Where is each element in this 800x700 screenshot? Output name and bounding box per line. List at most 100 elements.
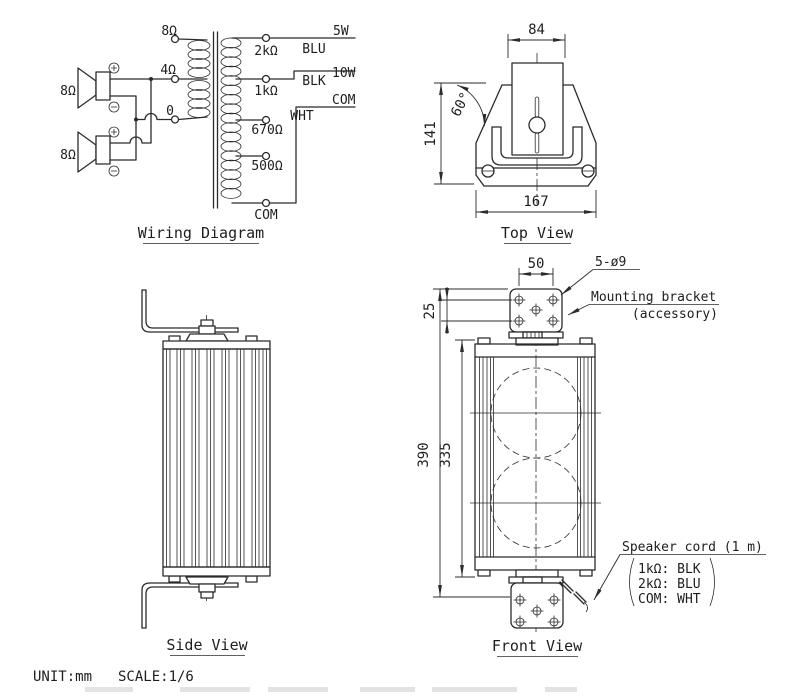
dim-335-text: 335	[438, 442, 454, 467]
tap-terminal-2k	[261, 33, 271, 43]
tap-terminal-670	[261, 115, 271, 125]
holes-note-text: 5-ø9	[595, 255, 626, 270]
bottom-mounting-bracket	[510, 582, 564, 629]
wire-color-blu-label: BLU	[302, 42, 325, 57]
side-view-panel: Side View	[141, 289, 271, 656]
side-rails	[479, 357, 592, 557]
tap-terminal-1k	[261, 74, 271, 84]
top-mounting-bracket	[509, 288, 563, 333]
plus-terminal-icon	[108, 126, 120, 138]
grille-ribs	[166, 349, 267, 567]
front-view-panel: 50 25 390 335 5-ø9 Mounting bracket	[416, 255, 766, 657]
hanger-bolt-top	[185, 319, 229, 342]
minus-terminal-icon	[108, 165, 120, 177]
top-view-panel: 84 141 167 60° Top View	[423, 22, 597, 244]
dim-50-text: 50	[528, 256, 545, 272]
rail-tab	[477, 569, 491, 577]
wire-color-wht-label: WHT	[290, 109, 314, 124]
unit-note: UNIT:mm	[33, 669, 92, 685]
top-cap-band	[162, 340, 271, 350]
speaker1-horn	[77, 67, 97, 109]
clamp-bar	[515, 337, 559, 346]
sec-670-label: 670Ω	[251, 123, 282, 138]
output-com-label: COM	[332, 93, 356, 108]
minus-terminal-icon	[108, 101, 120, 113]
scale-note: SCALE:1/6	[118, 669, 194, 685]
clamp-slot-upper	[534, 96, 540, 118]
bracket-holes	[512, 293, 560, 328]
dim-390: 390	[416, 288, 510, 598]
transformer-core	[212, 31, 219, 209]
hanger-bolt-bottom	[185, 576, 229, 599]
dim-84-text: 84	[528, 22, 545, 38]
paren-right	[709, 557, 715, 607]
callout-speaker-cord: Speaker cord (1 m) 1kΩ: BLK 2kΩ: BLU COM…	[593, 540, 766, 607]
speaker2-icon	[77, 126, 120, 177]
transformer-primary-winding	[187, 40, 211, 118]
clamp-bolt	[528, 116, 546, 134]
u-channel-outer	[491, 126, 583, 166]
cord-spec-line2: 2kΩ: BLU	[638, 577, 701, 592]
secondary-taps	[231, 33, 356, 208]
tap-4ohm-label: 4Ω	[160, 63, 176, 78]
bracket-holes	[513, 593, 561, 629]
tap-0-label: 0	[166, 104, 174, 119]
clamp-block-hatch	[526, 332, 540, 338]
wire-hop	[135, 112, 173, 121]
transformer-secondary-winding	[220, 37, 242, 199]
dim-335: 335	[438, 339, 475, 578]
cap-tab	[245, 575, 258, 583]
speaker2-impedance-label: 8Ω	[60, 148, 76, 163]
base-screws	[481, 164, 595, 178]
bracket-foot-plate	[508, 331, 564, 339]
wiring-diagram-title: Wiring Diagram	[138, 224, 264, 242]
column-outline	[474, 343, 596, 571]
wire-color-blk-label: BLK	[302, 74, 326, 89]
bracket-label-text: Mounting bracket	[591, 290, 716, 305]
speaker1-driver	[95, 71, 111, 101]
mounting-bracket-top	[141, 289, 239, 333]
dim-167: 167	[475, 190, 597, 218]
sec-1k-label: 1kΩ	[254, 84, 278, 99]
plus-terminal-icon	[108, 62, 120, 74]
sec-com-label: COM	[254, 208, 278, 223]
clamp-slot-lower	[534, 132, 540, 154]
u-channel-inner	[500, 126, 574, 159]
paren-left	[629, 557, 635, 607]
cord-spec-line1: 1kΩ: BLK	[638, 562, 701, 577]
bottom-cap-band	[162, 566, 271, 577]
cap-tab	[168, 575, 181, 583]
dim-25: 25	[422, 287, 512, 334]
speaker-wiring	[109, 77, 173, 161]
front-view-title: Front View	[492, 637, 583, 655]
speaker2-horn	[77, 131, 97, 173]
cord-label-text: Speaker cord (1 m)	[622, 540, 763, 555]
rail-tab	[477, 337, 491, 345]
tap-8ohm-label: 8Ω	[161, 24, 177, 39]
wire-10w	[268, 70, 356, 80]
speaker-cord	[559, 579, 588, 613]
bracket-foot-plate	[508, 576, 564, 584]
dim-141-text: 141	[423, 121, 439, 146]
speaker1-impedance-label: 8Ω	[60, 84, 76, 99]
rail-tab	[579, 337, 593, 345]
side-view-title: Side View	[166, 636, 248, 654]
tap-terminal-500	[261, 151, 271, 161]
dim-84: 84	[507, 22, 566, 58]
dim-390-text: 390	[416, 442, 432, 467]
wire-hop	[109, 136, 152, 144]
speaker2-driver	[95, 135, 111, 165]
cord-spec-line3: COM: WHT	[638, 592, 701, 607]
bracket-body-outline	[475, 84, 597, 187]
sec-2k-label: 2kΩ	[254, 44, 278, 59]
dim-50: 50	[518, 256, 554, 286]
clipped-bottom-text-remnant	[85, 687, 577, 692]
speaker1-icon	[77, 62, 120, 113]
bracket-sublabel-text: (accessory)	[632, 307, 718, 322]
tap-terminal-com	[261, 198, 271, 208]
rail-tab	[579, 569, 593, 577]
callout-holes: 5-ø9	[560, 255, 640, 296]
dim-167-text: 167	[523, 194, 548, 210]
